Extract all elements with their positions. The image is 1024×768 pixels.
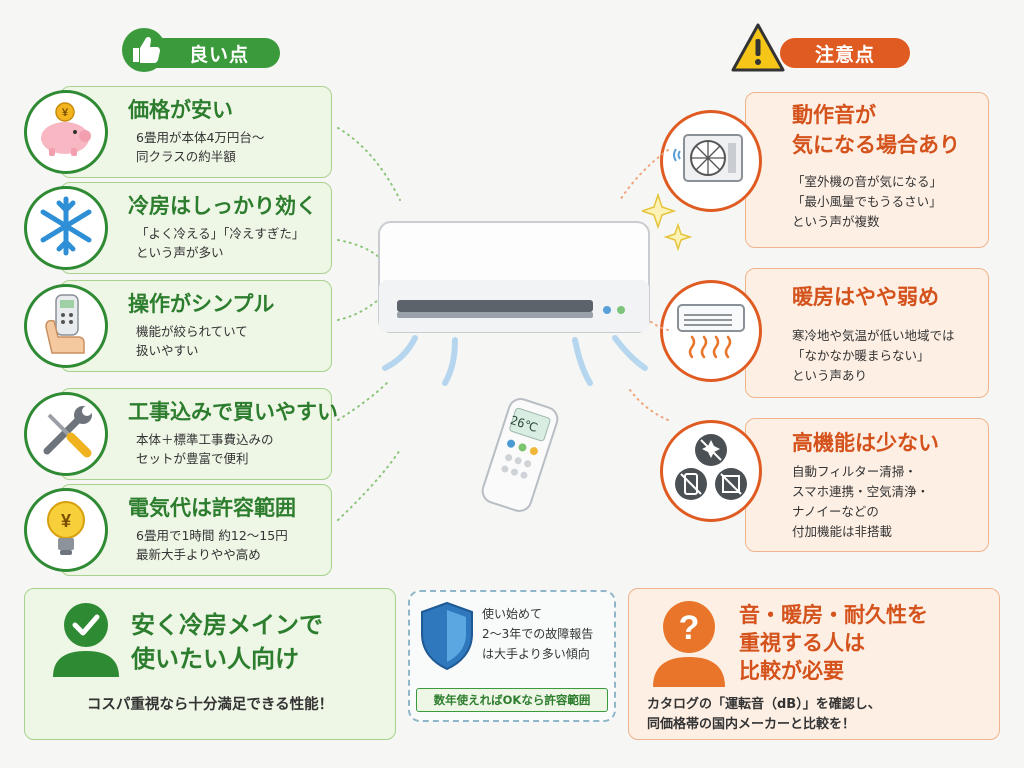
remote-control-illustration: 26℃ bbox=[470, 395, 570, 519]
recommendation-box: 安く冷房メインで 使いたい人向け コスパ重視なら十分満足できる性能！ bbox=[24, 588, 396, 740]
good-point-title: 操作がシンプル bbox=[128, 292, 275, 316]
heater-unit-icon bbox=[672, 299, 750, 363]
good-points-header: 良い点 bbox=[122, 28, 280, 72]
durability-box: 使い始めて 2～3年での故障報告 は大手より多い傾向 数年使えればOKなら許容範… bbox=[408, 590, 616, 722]
good-point-icon-circle bbox=[24, 284, 108, 368]
sparkle-icon bbox=[639, 192, 693, 259]
caution-point-icon-circle bbox=[660, 280, 762, 382]
piggy-bank-icon: ¥ bbox=[35, 102, 97, 162]
comparison-note-2: 同価格帯の国内メーカーと比較を！ bbox=[647, 717, 856, 732]
warning-icon bbox=[730, 22, 786, 79]
recommendation-title-1: 安く冷房メインで bbox=[131, 611, 323, 639]
good-point-title: 電気代は許容範囲 bbox=[128, 496, 296, 520]
good-point-description: 6畳用が本体4万円台～ 同クラスの約半額 bbox=[136, 130, 265, 164]
durability-text: 使い始めて 2～3年での故障報告 は大手より多い傾向 bbox=[482, 607, 594, 661]
recommendation-title-2: 使いたい人向け bbox=[131, 645, 299, 673]
caution-point-description: 寒冷地や気温が低い地域では 「なかなか暖まらない」 という声あり bbox=[792, 328, 955, 383]
yen-lightbulb-icon: ¥ bbox=[41, 496, 91, 564]
thumbs-up-icon bbox=[120, 26, 168, 79]
good-point-icon-circle bbox=[24, 186, 108, 270]
good-point-icon-circle: ¥ bbox=[24, 90, 108, 174]
good-point-description: 本体＋標準工事費込みの セットが豊富で便利 bbox=[136, 432, 274, 466]
snowflake-icon bbox=[35, 195, 97, 261]
wrench-screwdriver-icon bbox=[35, 401, 97, 467]
person-question-icon: ? bbox=[643, 597, 735, 691]
good-point-title: 価格が安い bbox=[128, 98, 233, 122]
comparison-box: ? 音・暖房・耐久性を 重視する人は 比較が必要 カタログの「運転音（dB）」を… bbox=[628, 588, 1000, 740]
caution-point-title: 高機能は少ない bbox=[792, 431, 939, 455]
svg-text:¥: ¥ bbox=[62, 107, 69, 119]
good-point-icon-circle: ¥ bbox=[24, 488, 108, 572]
good-point-card bbox=[60, 280, 332, 372]
outdoor-unit-icon bbox=[672, 129, 750, 193]
caution-point-description: 自動フィルター清掃・ スマホ連携・空気清浄・ ナノイーなどの 付加機能は非搭載 bbox=[792, 464, 930, 539]
caution-point-title: 動作音が 気になる場合あり bbox=[792, 103, 960, 157]
caution-point-title: 暖房はやや弱め bbox=[792, 285, 939, 309]
person-check-icon bbox=[41, 599, 131, 683]
durability-badge: 数年使えればOKなら許容範囲 bbox=[416, 688, 608, 712]
comparison-note-1: カタログの「運転音（dB）」を確認し、 bbox=[647, 697, 881, 712]
good-point-icon-circle bbox=[24, 392, 108, 476]
comparison-title-2: 重視する人は bbox=[739, 631, 865, 655]
caution-point-icon-circle bbox=[660, 420, 762, 522]
caution-points-header: 注意点 bbox=[731, 23, 910, 72]
no-features-icon bbox=[671, 432, 751, 510]
good-point-title: 冷房はしっかり効く bbox=[128, 194, 317, 218]
good-points-title: 良い点 bbox=[188, 43, 249, 66]
svg-text:¥: ¥ bbox=[61, 511, 71, 531]
caution-point-icon-circle bbox=[660, 110, 762, 212]
comparison-title-3: 比較が必要 bbox=[739, 659, 844, 683]
svg-text:?: ? bbox=[679, 609, 700, 647]
comparison-title-1: 音・暖房・耐久性を bbox=[739, 603, 928, 627]
good-point-description: 機能が絞られていて 扱いやすい bbox=[136, 324, 248, 358]
shield-icon bbox=[418, 600, 476, 676]
caution-point-card bbox=[745, 92, 989, 248]
remote-in-hand-icon bbox=[38, 291, 94, 361]
caution-point-card bbox=[745, 268, 989, 398]
caution-point-card bbox=[745, 418, 989, 552]
caution-point-description: 「室外機の音が気になる」 「最小風量でもうるさい」 という声が複数 bbox=[792, 174, 943, 229]
recommendation-note: コスパ重視なら十分満足できる性能！ bbox=[86, 697, 334, 713]
air-conditioner-illustration bbox=[375, 218, 655, 397]
good-point-title: 工事込みで買いやすい bbox=[128, 400, 338, 424]
good-point-description: 6畳用で1時間 約12～15円 最新大手よりやや高め bbox=[136, 528, 288, 562]
good-point-description: 「よく冷える」「冷えすぎた」 という声が多い bbox=[136, 226, 305, 260]
caution-points-title: 注意点 bbox=[814, 43, 875, 66]
